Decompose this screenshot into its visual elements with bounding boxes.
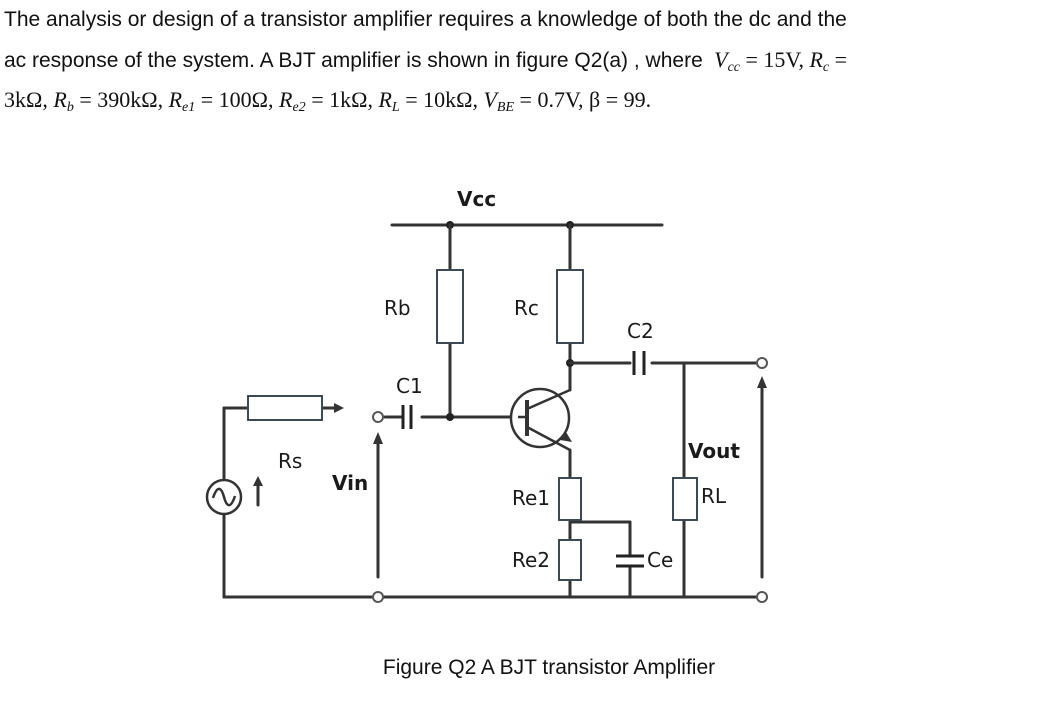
re2-label: Re2 — [512, 548, 550, 572]
rs-label: Rs — [278, 449, 302, 473]
re2-value: Re2 = 1kΩ, — [279, 87, 373, 115]
vout-label: Vout — [688, 439, 740, 463]
problem-line-2: ac response of the system. A BJT amplifi… — [4, 40, 1054, 80]
vin-label: Vin — [332, 471, 368, 495]
ce-label: Ce — [647, 548, 673, 572]
c2-label: C2 — [627, 319, 654, 343]
rs-resistor — [247, 395, 323, 421]
beta-value: β = 99. — [589, 87, 652, 112]
rb-value: Rb = 390kΩ, — [53, 87, 164, 115]
rc-value: 3kΩ, — [4, 87, 48, 112]
rl-value: RL = 10kΩ, — [378, 87, 478, 115]
c2-capacitor — [632, 351, 646, 375]
re1-label: Re1 — [512, 486, 550, 510]
re2-resistor — [558, 539, 582, 581]
re1-value: Re1 = 100Ω, — [168, 87, 274, 115]
problem-line-3: 3kΩ, Rb = 390kΩ, Re1 = 100Ω, Re2 = 1kΩ, … — [4, 80, 1054, 120]
bjt-transistor — [509, 387, 571, 452]
problem-statement: The analysis or design of a transistor a… — [4, 0, 1054, 120]
vbe-value: VBE = 0.7V, — [483, 87, 584, 115]
problem-line-1: The analysis or design of a transistor a… — [4, 8, 847, 31]
rc-resistor — [556, 269, 584, 344]
c1-label: C1 — [396, 374, 423, 398]
re1-resistor — [558, 477, 582, 521]
rl-resistor — [672, 477, 698, 521]
rb-label: Rb — [384, 296, 411, 320]
vcc-value: Vcc = 15V, Rc = — [714, 47, 848, 75]
problem-line-2-text: ac response of the system. A BJT amplifi… — [4, 49, 703, 72]
rl-label: RL — [701, 484, 727, 508]
ce-capacitor — [616, 554, 644, 568]
figure-caption: Figure Q2 A BJT transistor Amplifier — [382, 656, 716, 679]
c1-capacitor — [401, 405, 413, 429]
rb-resistor — [436, 269, 464, 344]
ac-source-icon — [205, 478, 243, 516]
vcc-label: Vcc — [457, 187, 496, 211]
rc-label: Rc — [514, 296, 539, 320]
